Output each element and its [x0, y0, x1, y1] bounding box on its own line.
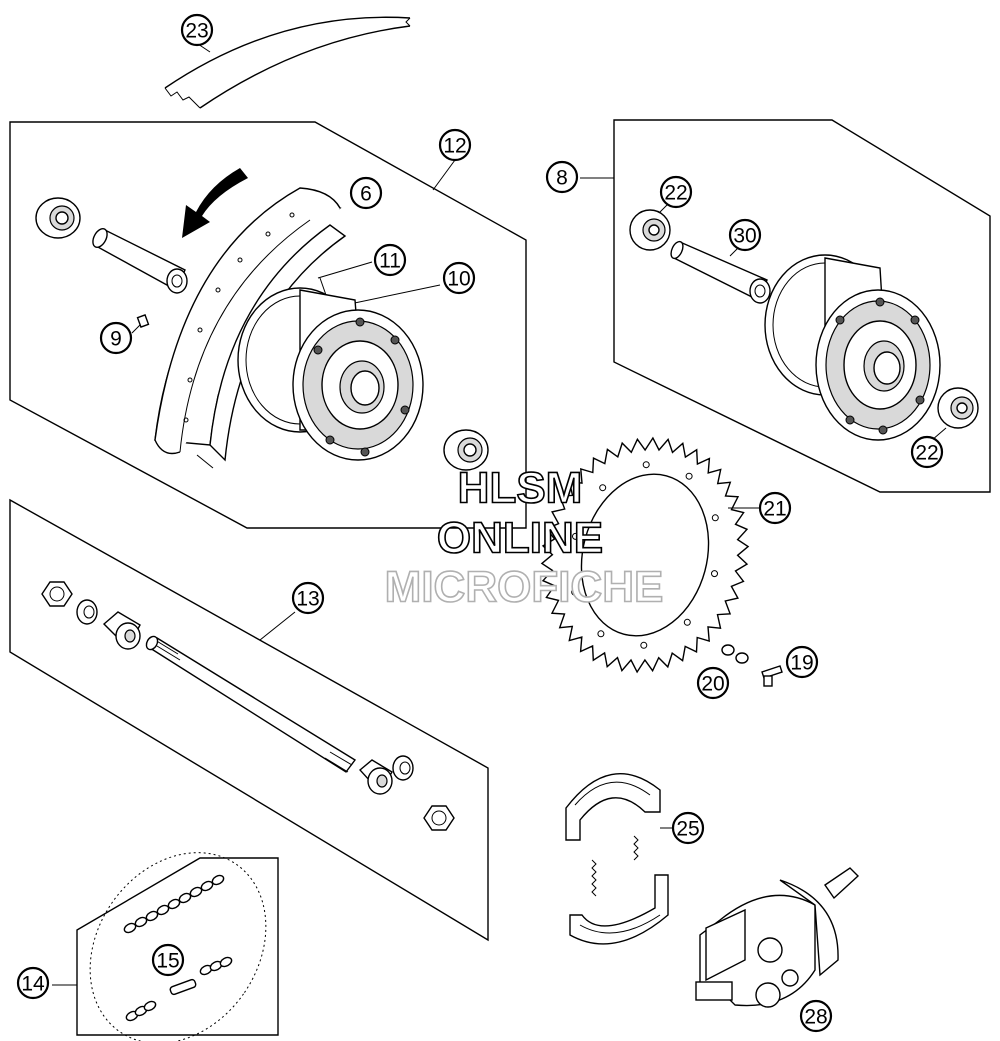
chain-group: [52, 852, 279, 1041]
brake-plate-part: [695, 867, 860, 1008]
label-28: 28: [799, 999, 833, 1033]
sprocket-bolt-hole: [599, 484, 607, 492]
label-21: 21: [758, 491, 792, 525]
chain-link: [219, 956, 233, 968]
svg-text:28: 28: [804, 1006, 827, 1029]
label-14: 14: [16, 966, 50, 1000]
master-link-part: [169, 978, 197, 996]
spacer-right: [358, 759, 393, 795]
label-23: 23: [180, 13, 214, 47]
sprocket-bolt-hole: [711, 570, 718, 578]
svg-text:23: 23: [185, 20, 208, 43]
watermark-line-2: ONLINE: [437, 514, 603, 563]
svg-text:20: 20: [701, 673, 724, 696]
svg-text:30: 30: [733, 225, 756, 248]
watermark: HLSM ONLINE MICROFICHE: [384, 463, 664, 613]
sprocket-part: [540, 436, 750, 674]
label-10: 10: [442, 261, 476, 295]
brake-shoes-part: [565, 772, 669, 945]
label-8: 8: [545, 160, 579, 194]
label-22-bottom: 22: [910, 435, 944, 469]
hub-bearing-left: [629, 209, 671, 251]
svg-text:10: 10: [447, 268, 470, 291]
svg-text:22: 22: [664, 182, 687, 205]
sprocket-bolt-hole: [597, 630, 605, 638]
svg-text:13: 13: [296, 588, 319, 611]
axle-nut-left: [41, 581, 73, 607]
spacer-left: [102, 611, 141, 650]
label-9: 9: [99, 321, 133, 355]
svg-text:21: 21: [763, 498, 786, 521]
hub-assembly-group: [580, 119, 991, 493]
axle-nut-right: [423, 805, 455, 831]
label-25: 25: [671, 811, 705, 845]
svg-text:6: 6: [360, 183, 372, 206]
label-6: 6: [349, 176, 383, 210]
chain-link: [143, 1000, 157, 1012]
sprocket-bolt-hole: [642, 461, 650, 469]
svg-text:14: 14: [21, 973, 45, 996]
label-13: 13: [291, 581, 325, 615]
chain-loop-outline: [89, 852, 267, 1041]
label-15: 15: [151, 943, 185, 977]
svg-text:11: 11: [379, 250, 401, 273]
chain-link: [211, 874, 225, 886]
svg-text:12: 12: [443, 135, 466, 158]
hub-body: [764, 254, 941, 441]
label-20: 20: [696, 666, 730, 700]
label-30: 30: [728, 218, 762, 252]
label-12: 12: [438, 128, 472, 162]
washer-left: [76, 599, 98, 625]
hub-bearing-right: [937, 387, 979, 429]
label-22-top: 22: [659, 175, 693, 209]
axle-group: [9, 498, 489, 942]
hub-part: [237, 287, 424, 461]
sprocket-bolt-hole: [572, 532, 579, 540]
rotation-arrow-icon: [182, 168, 248, 238]
label-11: 11: [373, 243, 407, 277]
watermark-line-3: MICROFICHE: [385, 563, 664, 612]
valve-part: [136, 314, 150, 328]
spacer-tube: [92, 228, 188, 294]
svg-text:8: 8: [556, 167, 568, 190]
bearing-right: [443, 429, 489, 471]
svg-text:25: 25: [676, 818, 699, 841]
axle-shaft: [145, 635, 357, 773]
sprocket-bolt-hole: [685, 472, 693, 480]
svg-text:15: 15: [156, 950, 179, 973]
watermark-line-1: HLSM: [458, 464, 583, 513]
sprocket-bolt-hole: [571, 588, 579, 596]
sprocket-bolt-hole: [640, 641, 648, 649]
washer-right: [392, 755, 414, 781]
hub-spacer: [670, 240, 771, 304]
wheel-assembly-group: [9, 121, 527, 529]
svg-text:9: 9: [110, 328, 122, 351]
svg-text:22: 22: [915, 442, 938, 465]
label-19: 19: [785, 645, 819, 679]
sprocket-bolt-hole: [711, 514, 719, 522]
rim-tape-part: [164, 16, 411, 109]
sprocket-bolt-hole: [683, 618, 691, 626]
svg-text:19: 19: [790, 652, 813, 675]
chain-links: [123, 874, 233, 1022]
bearing-left: [35, 197, 81, 239]
sprocket-bolt-set: [721, 644, 783, 687]
